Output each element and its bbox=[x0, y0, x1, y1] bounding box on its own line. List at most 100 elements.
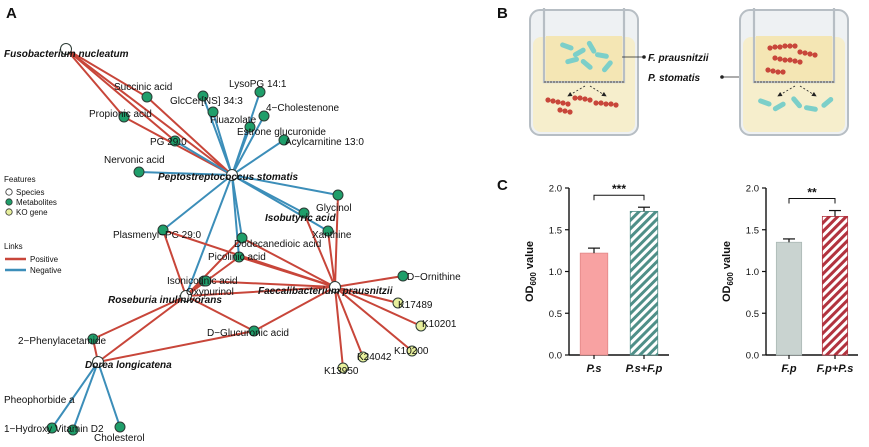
fp-rods-top-left bbox=[560, 40, 613, 73]
label-lysopg: LysoPG 14:1 bbox=[229, 79, 287, 90]
node-m5 bbox=[258, 110, 270, 122]
edge-s2-m19 bbox=[185, 295, 255, 332]
edge-s0-m1 bbox=[65, 48, 125, 118]
node-m12 bbox=[322, 225, 334, 237]
label-glycinol: Glycinol bbox=[316, 203, 352, 214]
label-estrone: Estrone glucuronide bbox=[237, 127, 326, 138]
label-f-prausnitzii: F. prausnitzii bbox=[648, 53, 709, 64]
node-m11 bbox=[298, 207, 310, 219]
significance-bracket bbox=[593, 194, 645, 201]
edge-s3-k2 bbox=[334, 286, 413, 352]
node-m15 bbox=[233, 251, 245, 263]
label-p-stomatis: P. stomatis bbox=[648, 73, 700, 84]
label-oxypurinol: Oxypurinol bbox=[186, 287, 234, 298]
node-s0 bbox=[60, 43, 72, 55]
ps-chains-top-right bbox=[765, 43, 818, 75]
edge-s2-m13 bbox=[162, 229, 187, 297]
network-legend: Features Species Metabolites KO gene Lin… bbox=[4, 175, 62, 275]
node-m2 bbox=[197, 90, 209, 102]
panel-letter-b: B bbox=[497, 5, 508, 22]
x-tick-label: P.s bbox=[586, 363, 601, 375]
y-axis-label: OD600 value bbox=[721, 241, 735, 302]
edge-s1-m0 bbox=[146, 96, 233, 176]
node-s3 bbox=[329, 281, 341, 293]
x-tick-label: F.p bbox=[781, 363, 797, 375]
edge-s4-m22 bbox=[72, 361, 99, 431]
diffusion-arrow-right-b bbox=[799, 85, 817, 97]
label-glucuronic-acid: D−Glucuronic acid bbox=[207, 328, 289, 339]
edge-s1-m13 bbox=[162, 174, 233, 231]
legend-metabolite-swatch bbox=[5, 198, 13, 206]
y-tick-label: 2.0 bbox=[549, 184, 562, 195]
label-isobutyric-acid: Isobutyric acid bbox=[265, 213, 336, 224]
x-tick-label: F.p+P.s bbox=[817, 363, 854, 375]
y-tick-label: 0.0 bbox=[549, 351, 562, 362]
edge-s2-m20 bbox=[92, 295, 187, 340]
y-tick-label: 2.0 bbox=[746, 184, 759, 195]
node-m14 bbox=[236, 232, 248, 244]
edge-s0-m8 bbox=[65, 48, 176, 142]
y-axis-label: OD600 value bbox=[524, 241, 538, 302]
label-cholesterol: Cholesterol bbox=[94, 433, 145, 444]
transwell-panel: F. prausnitzii P. stomatis bbox=[529, 8, 849, 136]
legend-ko-swatch bbox=[5, 208, 13, 216]
node-m0 bbox=[141, 91, 153, 103]
label-acylcarnitine: Acylcarnitine 13:0 bbox=[285, 137, 364, 148]
edge-s3-m11 bbox=[303, 212, 336, 288]
label-picolinic-acid: Picolinic acid bbox=[208, 252, 266, 263]
label-pheophorbide: Pheophorbide a bbox=[4, 395, 75, 406]
diffusion-arrow-left-a bbox=[567, 85, 586, 97]
node-s1 bbox=[226, 169, 238, 181]
edge-s2-m14 bbox=[185, 237, 243, 297]
node-m4 bbox=[207, 106, 219, 118]
y-tick-label: 0.0 bbox=[746, 351, 759, 362]
node-k2 bbox=[406, 345, 418, 357]
node-m22 bbox=[67, 424, 79, 436]
edge-s3-m12 bbox=[327, 230, 336, 288]
bar-P.s bbox=[579, 252, 609, 356]
node-m13 bbox=[157, 224, 169, 236]
node-m7 bbox=[278, 134, 290, 146]
edge-s3-k0 bbox=[334, 286, 399, 304]
panel-letter-a: A bbox=[6, 5, 17, 22]
diffusion-arrow-right-a bbox=[777, 85, 796, 97]
edge-s1-m5 bbox=[231, 115, 265, 176]
node-m1 bbox=[118, 111, 130, 123]
legend-links-title: Links bbox=[4, 242, 23, 251]
x-tick-label: P.s+F.p bbox=[626, 363, 663, 375]
network-diagram: Fusobacterium nucleatum Peptostreptococc… bbox=[4, 43, 461, 444]
edge-s0-s1 bbox=[65, 48, 233, 176]
bar-F.p bbox=[775, 241, 803, 356]
transwell-right bbox=[739, 8, 849, 136]
significance-bracket bbox=[788, 198, 836, 204]
y-tick-label: 0.5 bbox=[746, 309, 759, 320]
label-glccer: GlcCer[NS] 34:3 bbox=[170, 96, 243, 107]
insert-medium-right bbox=[756, 36, 832, 81]
label-k13950: K13950 bbox=[324, 366, 359, 377]
edge-s3-k3 bbox=[334, 286, 364, 358]
label-hydroxy-vitamin: 1−Hydroxy Vitamin D2 bbox=[4, 424, 104, 435]
label-pg: PG 29:0 bbox=[150, 137, 187, 148]
network-edges bbox=[51, 48, 422, 431]
edge-s2-s3 bbox=[185, 286, 336, 297]
edge-s3-m14 bbox=[241, 237, 336, 288]
label-isonicotinic-acid: Isonicotinic acid bbox=[167, 276, 238, 287]
legend-species-label: Species bbox=[16, 188, 44, 197]
edge-s1-m8 bbox=[174, 140, 233, 176]
label-dorea: Dorea longicatena bbox=[85, 360, 172, 371]
node-m20 bbox=[87, 333, 99, 345]
label-k24042: K24042 bbox=[357, 352, 392, 363]
edge-s1-m6 bbox=[231, 126, 251, 176]
label-k10201: K10201 bbox=[422, 319, 457, 330]
legend-ko-label: KO gene bbox=[16, 208, 48, 217]
y-tick-label: 0.5 bbox=[549, 309, 562, 320]
panel-letter-c: C bbox=[497, 177, 508, 194]
bar-P.s+F.p bbox=[629, 210, 659, 356]
node-k4 bbox=[337, 362, 349, 374]
label-dodecanedioic: Dodecanedioic acid bbox=[234, 239, 321, 250]
node-m19 bbox=[248, 325, 260, 337]
label-ornithine: D−Ornithine bbox=[407, 272, 461, 283]
legend-positive-label: Positive bbox=[30, 255, 59, 264]
edge-s1-m10 bbox=[231, 174, 339, 196]
